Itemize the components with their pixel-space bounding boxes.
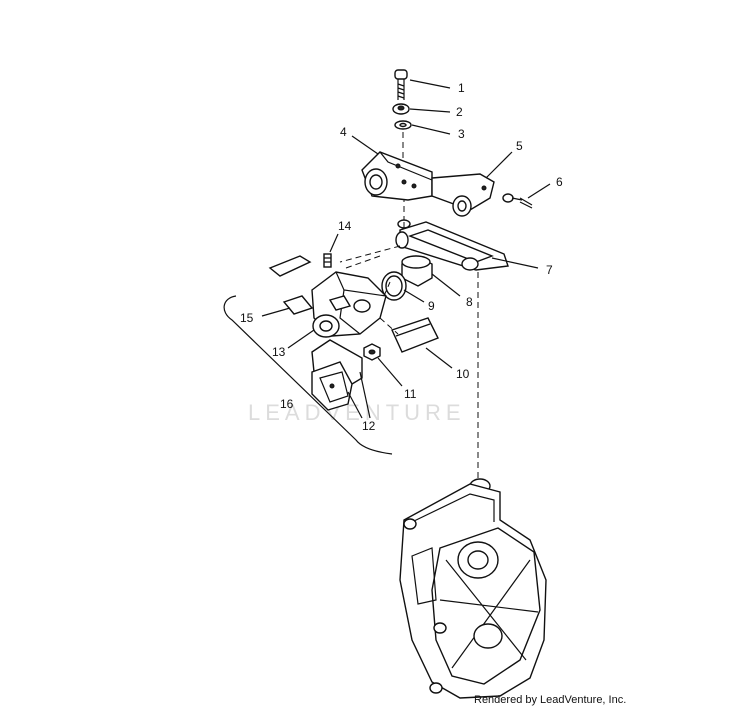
callout-4: 4 xyxy=(340,125,347,139)
kit-bracket xyxy=(223,295,393,455)
part-pad-spring xyxy=(391,317,439,353)
callout-1: 1 xyxy=(458,81,465,95)
part-washer xyxy=(394,120,412,130)
part-caliper-nut xyxy=(363,343,381,361)
part-caliper-body xyxy=(268,255,387,338)
callout-11: 11 xyxy=(404,387,417,401)
part-nut xyxy=(392,103,410,115)
part-bolt xyxy=(394,69,408,100)
part-bracket xyxy=(361,151,433,201)
callout-14: 14 xyxy=(338,219,352,233)
part-housing xyxy=(399,478,547,699)
callout-5: 5 xyxy=(516,139,523,153)
callout-12: 12 xyxy=(362,419,376,433)
callout-2: 2 xyxy=(456,105,463,119)
part-piston xyxy=(401,255,433,287)
part-pin xyxy=(502,193,533,209)
part-caliper-shim xyxy=(282,295,314,315)
part-bleeder-screw xyxy=(323,253,332,268)
callout-13: 13 xyxy=(272,345,286,359)
part-lever-arm xyxy=(431,173,495,217)
callout-15: 15 xyxy=(240,311,254,325)
part-brake-pads xyxy=(311,339,363,411)
callout-6: 6 xyxy=(556,175,563,189)
callout-7: 7 xyxy=(546,263,553,277)
callout-16: 16 xyxy=(280,397,294,411)
assembly-guide-lines xyxy=(339,222,479,480)
callout-leader-lines xyxy=(261,79,551,419)
callout-3: 3 xyxy=(458,127,465,141)
part-yoke-frame xyxy=(395,221,509,271)
part-o-ring xyxy=(381,271,407,301)
callout-9: 9 xyxy=(428,299,435,313)
callout-8: 8 xyxy=(466,295,473,309)
assembly-axis-line xyxy=(402,132,405,222)
render-credit: Rendered by LeadVenture, Inc. xyxy=(474,694,627,706)
callout-10: 10 xyxy=(456,367,470,381)
